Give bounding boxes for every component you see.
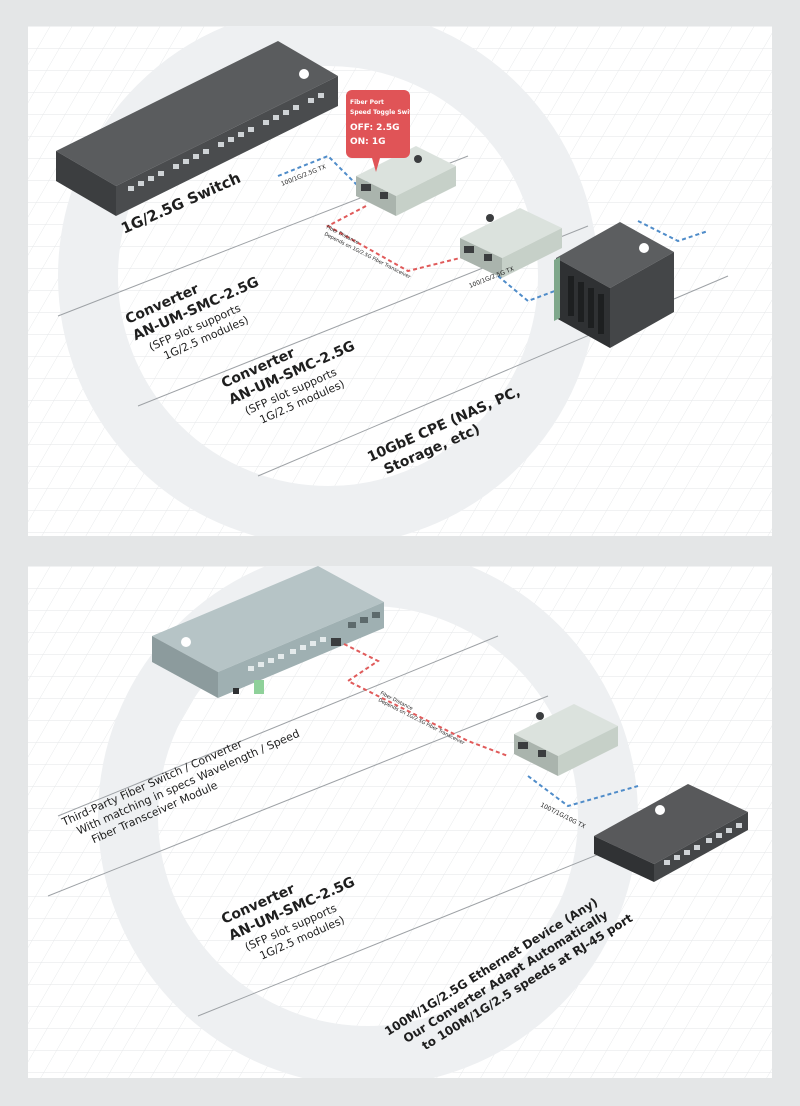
callout-line2: Speed Toggle Switch [350, 109, 420, 116]
top-diagram-panel: 100/1G/2.5G TX Fiber Port Speed Toggle S… [28, 26, 772, 536]
brand-logo-icon [639, 243, 649, 253]
brand-logo-icon [536, 712, 544, 720]
copper-link-cpe-uplink [637, 220, 709, 243]
speed-toggle-callout: Fiber Port Speed Toggle Switch OFF: 2.5G… [346, 90, 420, 172]
converter-device [514, 704, 618, 776]
cpe-device [554, 222, 674, 348]
ethernet-device [594, 784, 748, 882]
switch-device [56, 41, 338, 216]
brand-logo-icon [299, 69, 309, 79]
fiber-link [325, 205, 469, 273]
brand-logo-icon [181, 637, 191, 647]
callout-line4: ON: 1G [350, 137, 386, 147]
watermark-logo [98, 566, 638, 1078]
brand-logo-icon [414, 155, 422, 163]
callout-line1: Fiber Port [350, 99, 384, 106]
brand-logo-icon [655, 805, 665, 815]
converter-left-device [356, 146, 456, 216]
brand-logo-icon [486, 214, 494, 222]
third-party-fiber-switch-device [152, 566, 384, 698]
bottom-diagram-panel: Fiber Distance Depends on 1G/2.5G Fiber … [28, 566, 772, 1078]
callout-line3: OFF: 2.5G [350, 123, 400, 133]
copper-link [527, 775, 639, 808]
top-diagram-canvas: 100/1G/2.5G TX Fiber Port Speed Toggle S… [28, 26, 772, 536]
bottom-diagram-canvas: Fiber Distance Depends on 1G/2.5G Fiber … [28, 566, 772, 1078]
converter-right-device [460, 208, 562, 278]
